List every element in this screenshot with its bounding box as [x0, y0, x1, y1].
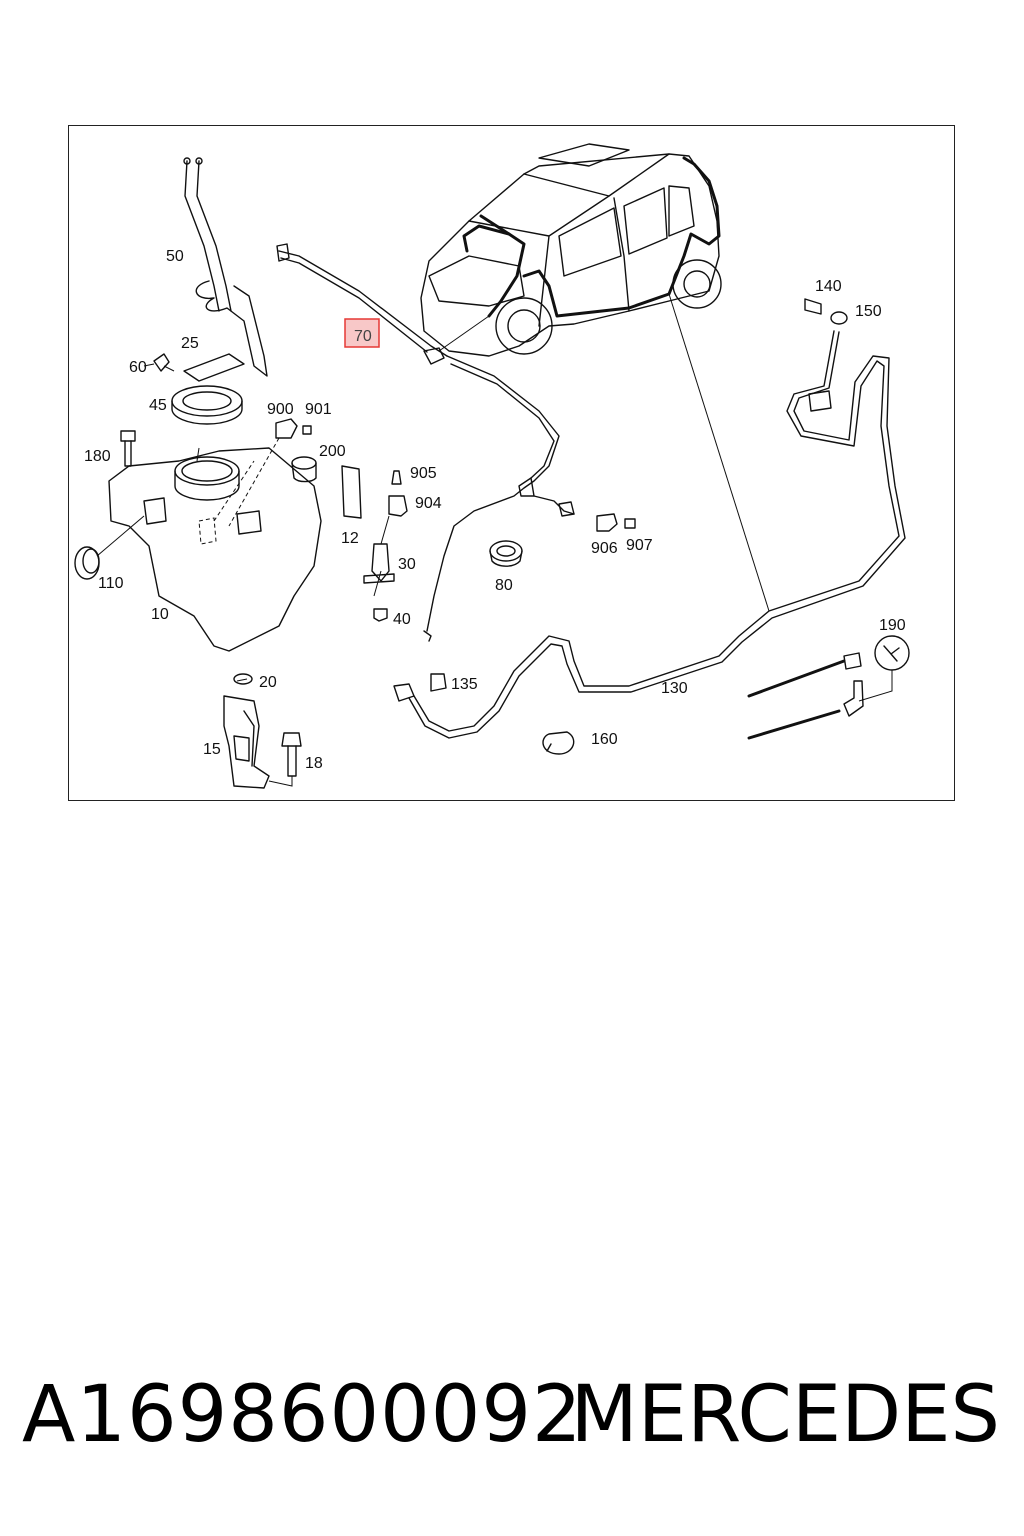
- part-140-150-nozzle: [804, 298, 848, 325]
- part-130-rear-hose: [408, 330, 906, 739]
- part-50-filler-neck: [183, 157, 268, 377]
- label-904[interactable]: 904: [415, 495, 442, 512]
- label-907[interactable]: 907: [626, 537, 653, 554]
- label-15[interactable]: 15: [203, 741, 221, 758]
- part-900-901-connector: [228, 418, 312, 527]
- part-80-grommet: [489, 540, 523, 567]
- part-number: A1698600092: [22, 1370, 583, 1460]
- label-40[interactable]: 40: [393, 611, 411, 628]
- part-45-ring: [171, 385, 243, 425]
- part-30-pump: [363, 515, 395, 584]
- part-70-hose: [276, 243, 575, 642]
- label-45[interactable]: 45: [149, 397, 167, 414]
- part-200-grommet: [291, 456, 317, 483]
- label-18[interactable]: 18: [305, 755, 323, 772]
- part-60: [143, 353, 170, 372]
- part-10-reservoir: [108, 447, 322, 652]
- label-190[interactable]: 190: [879, 617, 906, 634]
- label-130[interactable]: 130: [661, 680, 688, 697]
- part-25: [183, 353, 245, 382]
- part-135-elbows: [393, 673, 447, 702]
- label-12[interactable]: 12: [341, 530, 359, 547]
- label-905[interactable]: 905: [410, 465, 437, 482]
- label-135[interactable]: 135: [451, 676, 478, 693]
- label-10[interactable]: 10: [151, 606, 169, 623]
- label-200[interactable]: 200: [319, 443, 346, 460]
- label-80[interactable]: 80: [495, 577, 513, 594]
- label-30[interactable]: 30: [398, 556, 416, 573]
- label-140[interactable]: 140: [815, 278, 842, 295]
- part-110-cap: [74, 515, 145, 580]
- part-905-904-connector: [388, 470, 408, 517]
- label-70[interactable]: 70: [354, 328, 372, 345]
- label-901[interactable]: 901: [305, 401, 332, 418]
- part-180-bolt: [120, 430, 136, 467]
- label-25[interactable]: 25: [181, 335, 199, 352]
- part-190-hoses: [747, 635, 910, 740]
- footer: A1698600092 MERCEDES: [0, 1370, 1024, 1470]
- parts-diagram: 70 50 25 60 45 180 900 901 200 905 904 1…: [68, 125, 955, 801]
- diagram-drawing: 70 50 25 60 45 180 900 901 200 905 904 1…: [74, 143, 910, 789]
- brand-name: MERCEDES: [570, 1370, 1001, 1460]
- part-12-gasket: [341, 465, 362, 519]
- label-906[interactable]: 906: [591, 540, 618, 557]
- label-180[interactable]: 180: [84, 448, 111, 465]
- part-160-clip: [542, 731, 575, 755]
- highlight-box-70: [344, 318, 380, 348]
- label-60[interactable]: 60: [129, 359, 147, 376]
- label-160[interactable]: 160: [591, 731, 618, 748]
- label-110[interactable]: 110: [98, 575, 124, 592]
- label-20[interactable]: 20: [259, 674, 277, 691]
- part-40-grommet: [373, 608, 388, 622]
- car-illustration: [420, 143, 722, 357]
- part-15-bracket: [223, 695, 270, 789]
- label-150[interactable]: 150: [855, 303, 882, 320]
- part-18-bolt: [268, 732, 302, 787]
- label-900[interactable]: 900: [267, 401, 294, 418]
- label-50[interactable]: 50: [166, 248, 184, 265]
- part-20-grommet: [233, 673, 253, 685]
- part-906-907-connector: [596, 513, 636, 532]
